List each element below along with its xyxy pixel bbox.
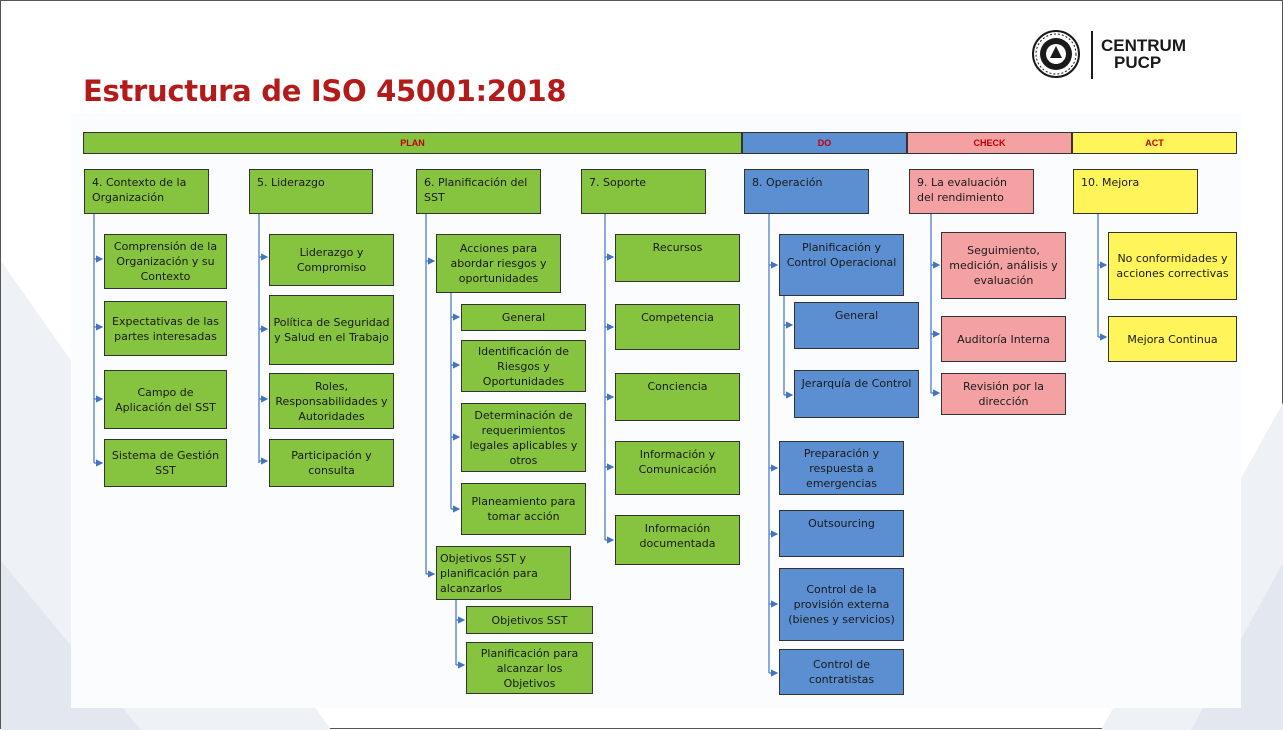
clause-7-item-4: Información y Comunicación <box>615 441 740 495</box>
clause-8-header: 8. Operación <box>744 169 869 214</box>
logo-line2: PUCP <box>1114 53 1162 72</box>
clause-5-header: 5. Liderazgo <box>249 169 373 214</box>
clause-7-item-1: Recursos <box>615 234 740 282</box>
clause-9-item-1: Seguimiento, medición, análisis y evalua… <box>941 232 1066 299</box>
slide-title: Estructura de ISO 45001:2018 <box>83 74 567 108</box>
clause-10-item-1: No conformidades y acciones correctivas <box>1108 232 1237 300</box>
clause-6-group-1: Acciones para abordar riesgos y oportuni… <box>436 234 561 293</box>
clause-6-group-1-item-2: Identificación de Riesgos y Oportunidade… <box>461 340 586 392</box>
clause-4-item-2: Expectativas de las partes interesadas <box>104 301 227 356</box>
clause-5-item-3: Roles, Responsabilidades y Autoridades <box>269 373 394 429</box>
clause-6-group-1-item-1: General <box>461 304 586 331</box>
clause-6-header: 6. Planificación del SST <box>416 169 541 214</box>
phase-do: DO <box>742 132 907 154</box>
phase-plan: PLAN <box>83 132 742 154</box>
clause-5-item-1: Liderazgo y Compromiso <box>269 234 394 286</box>
clause-9-item-2: Auditoría Interna <box>941 316 1066 362</box>
clause-6-group-1-item-4: Planeamiento para tomar acción <box>461 483 586 535</box>
clause-6-group-1-item-3: Determinación de requerimientos legales … <box>461 403 586 472</box>
clause-4-header: 4. Contexto de la Organización <box>84 169 209 214</box>
clause-8-group-1-item-1: General <box>794 302 919 349</box>
clause-7-header: 7. Soporte <box>581 169 706 214</box>
clause-8-group-1-item-2: Jerarquía de Control <box>794 370 919 418</box>
clause-9-header: 9. La evaluación del rendimiento <box>909 169 1034 214</box>
logo-divider <box>1091 31 1093 79</box>
clause-8-group-1: Planificación y Control Operacional <box>779 234 904 296</box>
clause-4-item-4: Sistema de Gestión SST <box>104 439 227 487</box>
clause-10-item-2: Mejora Continua <box>1108 316 1237 362</box>
clause-4-item-1: Comprensión de la Organización y su Cont… <box>104 234 227 289</box>
clause-6-group-2-item-1: Objetivos SST <box>466 606 593 634</box>
clause-8-item-1: Preparación y respuesta a emergencias <box>779 441 904 495</box>
clause-4-item-3: Campo de Aplicación del SST <box>104 370 227 429</box>
clause-7-item-5: Información documentada <box>615 515 740 565</box>
clause-7-item-2: Competencia <box>615 304 740 350</box>
logo-wordmark: CENTRUM PUCP <box>1101 37 1186 71</box>
clause-10-header: 10. Mejora <box>1073 169 1198 214</box>
phase-check: CHECK <box>907 132 1072 154</box>
clause-6-group-2-item-2: Planificación para alcanzar los Objetivo… <box>466 642 593 694</box>
clause-8-item-3: Control de la provisión externa (bienes … <box>779 568 904 641</box>
logo-line1: CENTRUM <box>1101 36 1186 55</box>
clause-5-item-4: Participación y consulta <box>269 439 394 487</box>
pucp-seal-icon <box>1032 30 1080 78</box>
clause-8-item-2: Outsourcing <box>779 510 904 557</box>
phase-act: ACT <box>1072 132 1237 154</box>
clause-9-item-3: Revisión por la dirección <box>941 373 1066 415</box>
clause-5-item-2: Política de Seguridad y Salud en el Trab… <box>269 295 394 365</box>
clause-7-item-3: Conciencia <box>615 373 740 421</box>
clause-6-group-2: Objetivos SST y planificación para alcan… <box>436 546 571 600</box>
clause-8-item-4: Control de contratistas <box>779 649 904 695</box>
